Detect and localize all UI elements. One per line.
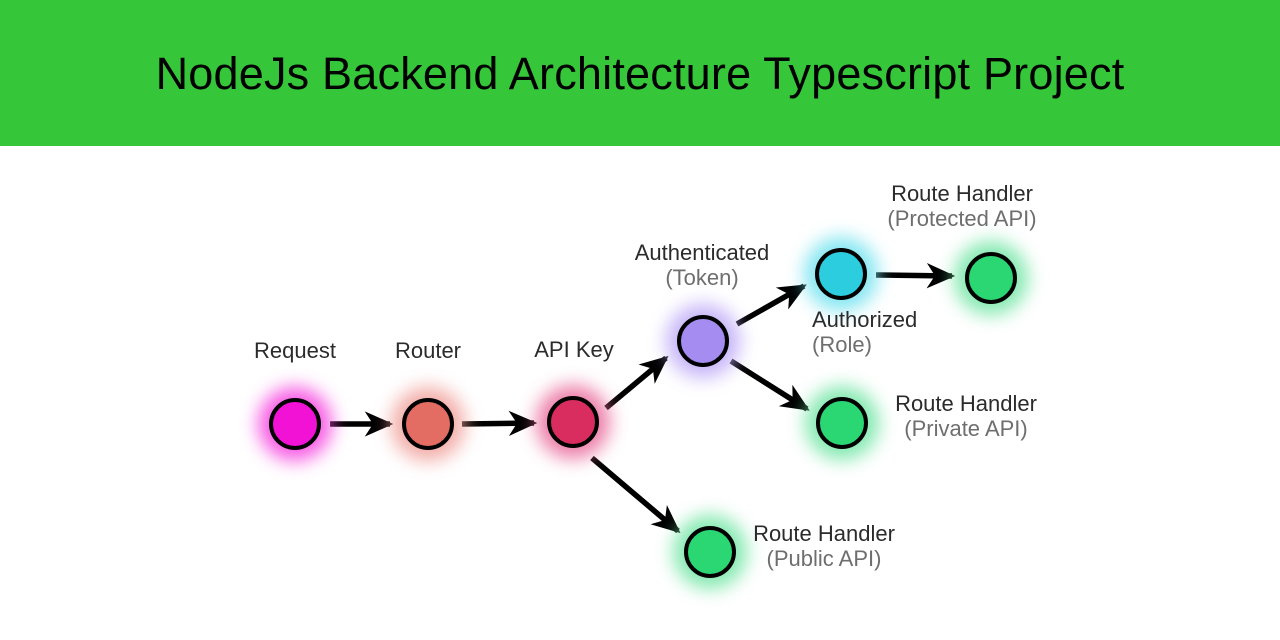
node-core [402,398,454,450]
edge-authenticated-to-private [729,358,810,412]
node-authenticated[interactable] [665,303,741,379]
node-core [547,396,599,448]
label-route-handler-protected: Route Handler (Protected API) [887,181,1037,231]
node-core [965,252,1017,304]
label-authenticated-sub: (Token) [665,264,739,290]
label-authorized: Authorized (Role) [812,307,918,357]
label-authorized-main: Authorized [812,307,918,332]
label-authenticated: Authenticated (Token) [634,240,770,290]
label-authorized-sub: (Role) [812,331,872,357]
node-api-key[interactable] [535,384,611,460]
label-route-handler-private: Route Handler (Private API) [895,391,1037,441]
edge-authorized-to-protected [875,263,956,289]
node-core [684,526,736,578]
label-route-handler-public-sub: (Public API) [766,545,882,571]
node-core [677,315,729,367]
node-route-handler-protected[interactable] [953,240,1029,316]
edge-api-key-to-public [590,455,681,534]
architecture-diagram: Request Router API Key Authenticated (To… [0,146,1280,640]
label-router: Router [394,338,462,364]
label-api-key-main: API Key [534,337,614,362]
label-request-main: Request [254,338,336,363]
label-route-handler-public-main: Route Handler [753,521,895,546]
label-api-key: API Key [534,337,614,363]
node-route-handler-public[interactable] [672,514,748,590]
arrow-layer [330,263,956,534]
node-router[interactable] [390,386,466,462]
page-title: NodeJs Backend Architecture Typescript P… [155,47,1125,99]
label-route-handler-protected-main: Route Handler [891,181,1033,206]
edge-router-to-api-key [461,410,538,437]
node-authorized[interactable] [803,236,879,312]
label-authenticated-main: Authenticated [634,240,770,265]
node-core [269,398,321,450]
edge-authenticated-to-authorized [735,283,807,327]
node-core [816,397,868,449]
node-request[interactable] [257,386,333,462]
label-route-handler-protected-sub: (Protected API) [887,205,1037,231]
label-request: Request [254,338,336,364]
label-router-main: Router [394,338,462,363]
label-route-handler-private-sub: (Private API) [904,415,1028,441]
label-route-handler-private-main: Route Handler [895,391,1037,416]
edge-api-key-to-authenticated [604,355,669,411]
node-core [815,248,867,300]
header-banner: NodeJs Backend Architecture Typescript P… [0,0,1280,146]
node-route-handler-private[interactable] [804,385,880,461]
label-route-handler-public: Route Handler (Public API) [753,521,895,571]
